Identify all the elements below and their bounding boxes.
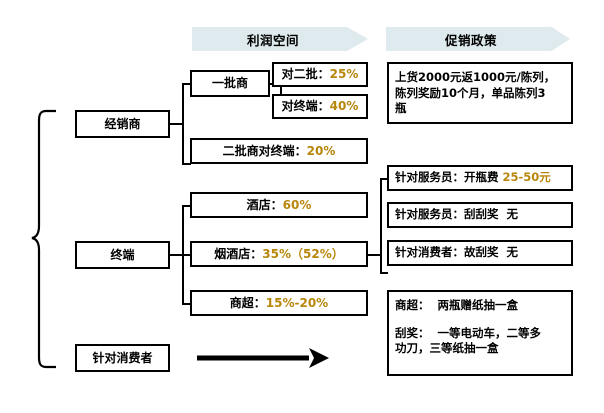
distributor-policy-line-1: 上货2000元返1000元/陈列， [395, 70, 556, 84]
connector-terminal-top-branch [182, 205, 191, 207]
connector-distributor-vertical [182, 83, 184, 165]
right-arrow-icon [197, 345, 332, 371]
node-terminal[interactable]: 终端 [75, 241, 170, 269]
channel-hotel-value: 60% [282, 197, 312, 212]
connector-distributor-bottom-branch [182, 163, 191, 165]
distributor-policy-line-2: 陈列奖励10个月，单品陈列3 [395, 85, 546, 100]
connector-channel-policy-stub [368, 254, 382, 256]
second-tier-to-terminal-label: 二批商对终端： [222, 143, 307, 158]
box-policy-waiter-opening-fee: 针对服务员：开瓶费 25-50元 [387, 165, 573, 191]
node-channel-supermarket: 商超：15%-20% [190, 290, 368, 316]
scratch-prize-line-2: 功刀，三等纸抽一盒 [395, 341, 499, 356]
connector-terminal-bottom-branch [182, 303, 191, 305]
node-channel-hotel: 酒店：60% [190, 192, 368, 218]
second-tier-to-terminal-value: 20% [306, 143, 336, 158]
node-consumer[interactable]: 针对消费者 [75, 344, 170, 372]
node-margin-to-terminal: 对终端：40% [272, 94, 368, 119]
connector-terminal-mid-branch [182, 254, 191, 256]
connector-distributor-stub [170, 123, 184, 125]
margin-to-second-tier-label: 对二批： [281, 67, 330, 82]
supermarket-gift-label: 商超： [395, 298, 430, 312]
node-first-tier-distributor[interactable]: 一批商 [190, 70, 270, 97]
scratch-prize-line-1: 一等电动车，二等多 [437, 325, 542, 340]
channel-tobacco-label: 烟酒店： [214, 246, 263, 261]
policy-waiter-opening-fee-value: 25-50元 [502, 170, 551, 185]
policy-consumer-scratch-value: 无 [506, 245, 519, 260]
margin-to-second-tier-value: 25% [329, 67, 359, 82]
node-distributor[interactable]: 经销商 [75, 110, 170, 138]
margin-to-terminal-label: 对终端： [281, 99, 330, 114]
scratch-prize-label: 刮奖： [395, 325, 430, 340]
node-margin-to-second-tier: 对二批：25% [272, 62, 368, 87]
main-grouping-brace [30, 108, 58, 370]
box-distributor-promotion-policy: 上货2000元返1000元/陈列， 陈列奖励10个月，单品陈列3 瓶 [387, 62, 573, 124]
margin-to-terminal-value: 40% [329, 99, 359, 114]
connector-policy-top-branch [380, 178, 388, 180]
node-second-tier-to-terminal: 二批商对终端：20% [190, 138, 368, 164]
banner-profit-space: 利润空间 [192, 27, 368, 51]
node-channel-tobacco-liquor-shop: 烟酒店：35%（52%） [190, 241, 368, 267]
channel-supermarket-label: 商超： [229, 295, 266, 310]
box-policy-consumer-scratch-card: 针对消费者：故刮奖 无 [387, 240, 573, 266]
channel-supermarket-value: 15%-20% [265, 295, 329, 310]
banner-promotion-policy: 促销政策 [386, 27, 570, 51]
connector-channel-policy-vertical [380, 178, 382, 274]
connector-policy-bottom-branch [380, 272, 388, 274]
connector-first-tier-vertical [280, 68, 282, 110]
channel-tobacco-value: 35%（52%） [262, 246, 344, 261]
connector-distributor-top-branch [182, 83, 191, 85]
channel-hotel-label: 酒店： [246, 197, 283, 212]
supermarket-gift-value: 两瓶赠纸抽一盒 [437, 298, 519, 312]
policy-waiter-scratch-value: 无 [506, 207, 519, 222]
policy-consumer-scratch-label: 针对消费者：故刮奖 [395, 245, 499, 260]
connector-terminal-stub [170, 254, 184, 256]
box-policy-waiter-scratch-card: 针对服务员：刮刮奖 无 [387, 202, 573, 228]
distributor-policy-line-3: 瓶 [395, 101, 407, 116]
policy-waiter-opening-fee-label: 针对服务员：开瓶费 [395, 170, 499, 185]
policy-waiter-scratch-label: 针对服务员：刮刮奖 [395, 207, 499, 222]
box-supermarket-gift-and-prizes: 商超： 两瓶赠纸抽一盒 刮奖： 一等电动车，二等多 功刀，三等纸抽一盒 [387, 290, 573, 376]
